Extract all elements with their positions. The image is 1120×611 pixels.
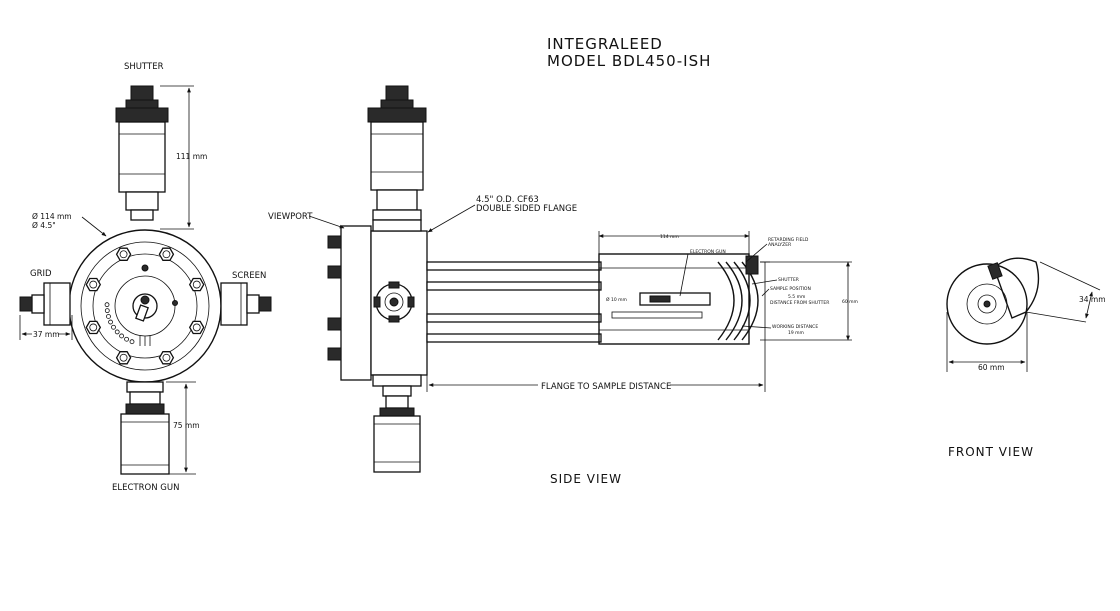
support-rods [426, 261, 602, 343]
flange-diameter-mm: Ø 114 mm [32, 212, 72, 221]
bolt-head [115, 247, 132, 261]
pin-arc [104, 302, 135, 345]
bolt-head [188, 277, 205, 292]
title-line-2: MODEL BDL450-ISH [547, 52, 711, 70]
front-width-dim: 60 mm [978, 363, 1005, 372]
pin-hole [114, 329, 120, 335]
screen-label: SCREEN [232, 271, 266, 281]
grid-label: GRID [30, 269, 52, 279]
pin-hole [111, 324, 116, 330]
detail-working-distance-2: 19 mm [788, 330, 804, 336]
bolt-head [158, 247, 175, 261]
shutter-height-dim: 111 mm [176, 152, 207, 161]
bolt-head [115, 351, 132, 365]
gun-length-dim: 75 mm [173, 421, 200, 430]
flange-note-2: DOUBLE SIDED FLANGE [476, 204, 577, 214]
pin-hole [108, 319, 113, 325]
side-electron-gun [373, 385, 421, 473]
electron-gun-label: ELECTRON GUN [112, 483, 179, 493]
detail-length: 114 mm [660, 234, 679, 240]
viewport [327, 225, 372, 381]
grid-connector [19, 282, 71, 326]
bolt-head [188, 320, 205, 335]
detail-electron-gun: ELECTRON GUN [690, 249, 726, 255]
front-view: 34 mm 60 mm FRONT VIEW [946, 257, 1106, 459]
title-block: INTEGRALEED MODEL BDL450-ISH [547, 35, 711, 70]
front-view-caption: FRONT VIEW [948, 445, 1034, 459]
detail-rfa-1: RETARDING FIELD [768, 237, 809, 243]
pin-hole [104, 308, 110, 314]
bolt-head [158, 351, 175, 365]
connector-pins [139, 336, 151, 346]
pin-hole [129, 339, 135, 345]
flange-bolts [85, 247, 205, 365]
detail-gun-diameter: Ø 10 mm [606, 296, 627, 303]
flange-diameter-in: Ø 4.5" [32, 221, 56, 230]
side-view: VIEWPORT 4.5" O.D. CF63 DOUBLE SIDED FLA… [268, 85, 858, 486]
electron-gun [120, 381, 170, 475]
grid-offset-dim: 37 mm [33, 330, 60, 339]
screen-connector [220, 282, 272, 326]
detail-rfa-2: ANALYZER [768, 242, 791, 248]
flange-to-sample-label: FLANGE TO SAMPLE DISTANCE [541, 382, 671, 392]
flange-note-1: 4.5" O.D. CF63 [476, 195, 539, 205]
detail-shutter: SHUTTER [778, 277, 799, 283]
side-shutter-actuator [367, 85, 427, 221]
detail-distance-from-shutter: DISTANCE FROM SHUTTER [770, 300, 829, 306]
detail-shutter-gap: 5.5 mm [788, 294, 805, 300]
detail-working-distance-1: WORKING DISTANCE [772, 324, 818, 330]
shutter-actuator [115, 85, 169, 221]
optics-head [598, 253, 770, 345]
detail-sample-position: SAMPLE POSITION [770, 286, 811, 292]
side-view-caption: SIDE VIEW [550, 472, 622, 486]
top-view: SHUTTER 111 mm [19, 62, 272, 493]
detail-height: 60 mm [842, 299, 858, 305]
bolt-head [85, 277, 102, 292]
title-line-1: INTEGRALEED [547, 35, 663, 53]
shutter-label: SHUTTER [124, 62, 164, 72]
main-flange [68, 229, 222, 383]
pin-hole [106, 314, 111, 319]
front-offset-dim: 34 mm [1079, 295, 1106, 304]
bolt-head [85, 320, 102, 335]
pin-hole [119, 333, 125, 339]
pin-hole [124, 336, 129, 342]
pin-hole [104, 302, 110, 308]
double-sided-flange [370, 219, 428, 387]
viewport-label: VIEWPORT [268, 212, 313, 222]
